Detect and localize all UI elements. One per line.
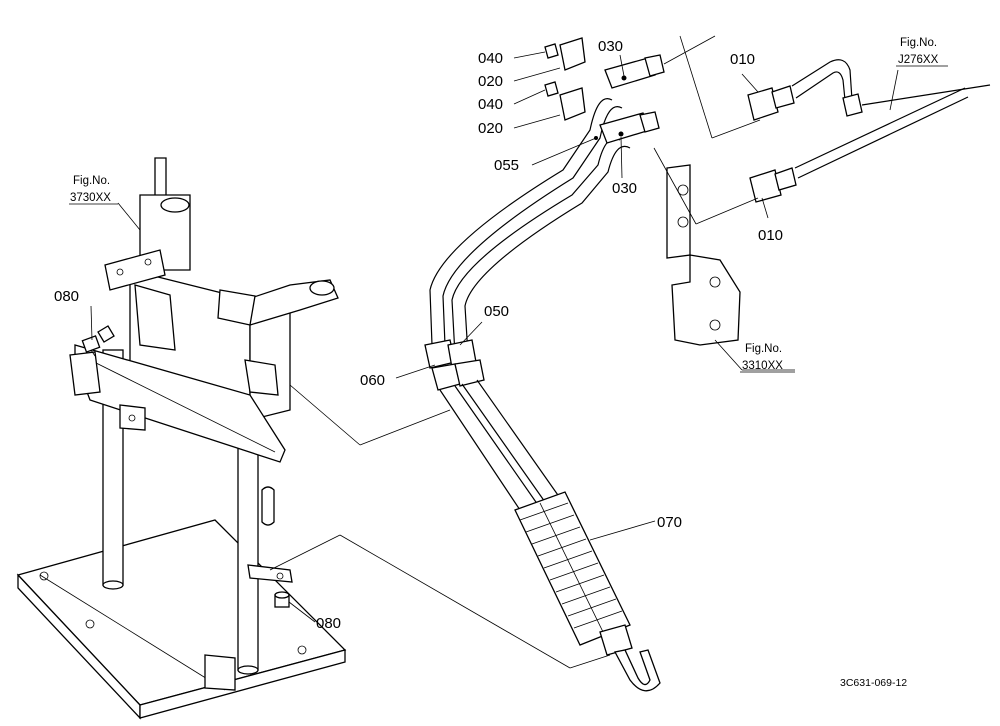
fig-ref-3730: Fig.No. 3730XX	[69, 175, 118, 205]
fig-ref-code: 3310XX	[742, 360, 783, 372]
fig-ref-title: Fig.No.	[900, 37, 937, 49]
label-010-upper: 010	[730, 51, 755, 68]
label-020-upper: 020	[478, 73, 503, 90]
part-labels: 040 020 040 020 030 010 055 030 010 050 …	[54, 38, 783, 632]
label-080-upper: 080	[54, 288, 79, 305]
label-080-lower: 080	[316, 615, 341, 632]
label-060: 060	[360, 372, 385, 389]
oil-cooler-hoses	[424, 98, 661, 692]
label-030-upper: 030	[598, 38, 623, 55]
label-020-lower: 020	[478, 120, 503, 137]
label-010-lower: 010	[758, 227, 783, 244]
label-040-lower: 040	[478, 96, 503, 113]
hose-clamp-080a	[81, 325, 115, 357]
right-bracket	[666, 59, 991, 346]
fig-ref-3310: Fig.No. 3310XX	[740, 343, 795, 373]
fig-ref-title: Fig.No.	[745, 343, 782, 355]
label-040-upper: 040	[478, 50, 503, 67]
drawing-code: 3C631-069-12	[840, 677, 907, 689]
label-050: 050	[484, 303, 509, 320]
hose-clamp-080b	[274, 591, 290, 608]
fig-ref-code: 3730XX	[70, 192, 111, 204]
upper-fittings	[544, 37, 665, 144]
frame-assembly	[16, 157, 347, 720]
fig-ref-code: J276XX	[898, 54, 939, 66]
label-070: 070	[657, 514, 682, 531]
label-030-lower: 030	[612, 180, 637, 197]
fig-ref-j276: Fig.No. J276XX	[896, 37, 948, 67]
leader-lines	[90, 35, 899, 669]
label-055: 055	[494, 157, 519, 174]
fig-ref-title: Fig.No.	[73, 175, 110, 187]
